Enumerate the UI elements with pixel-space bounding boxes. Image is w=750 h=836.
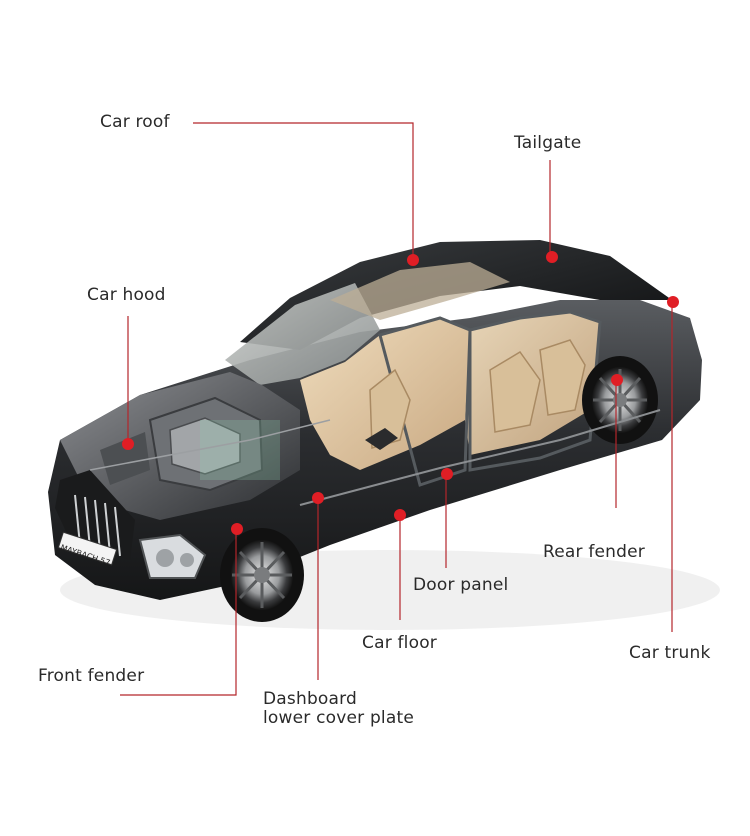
label-door-panel: Door panel <box>413 575 509 595</box>
marker-dots <box>122 251 679 535</box>
leader-lines <box>120 122 673 696</box>
label-rear-fender: Rear fender <box>543 542 645 562</box>
label-car-roof: Car roof <box>100 112 170 132</box>
label-tailgate: Tailgate <box>514 133 582 153</box>
label-dashboard-line1: Dashboard <box>263 689 358 709</box>
label-car-floor: Car floor <box>362 633 437 653</box>
label-dashboard-line2: lower cover plate <box>263 708 414 728</box>
label-car-hood: Car hood <box>87 285 166 305</box>
label-car-trunk: Car trunk <box>629 643 711 663</box>
label-front-fender: Front fender <box>38 666 145 686</box>
